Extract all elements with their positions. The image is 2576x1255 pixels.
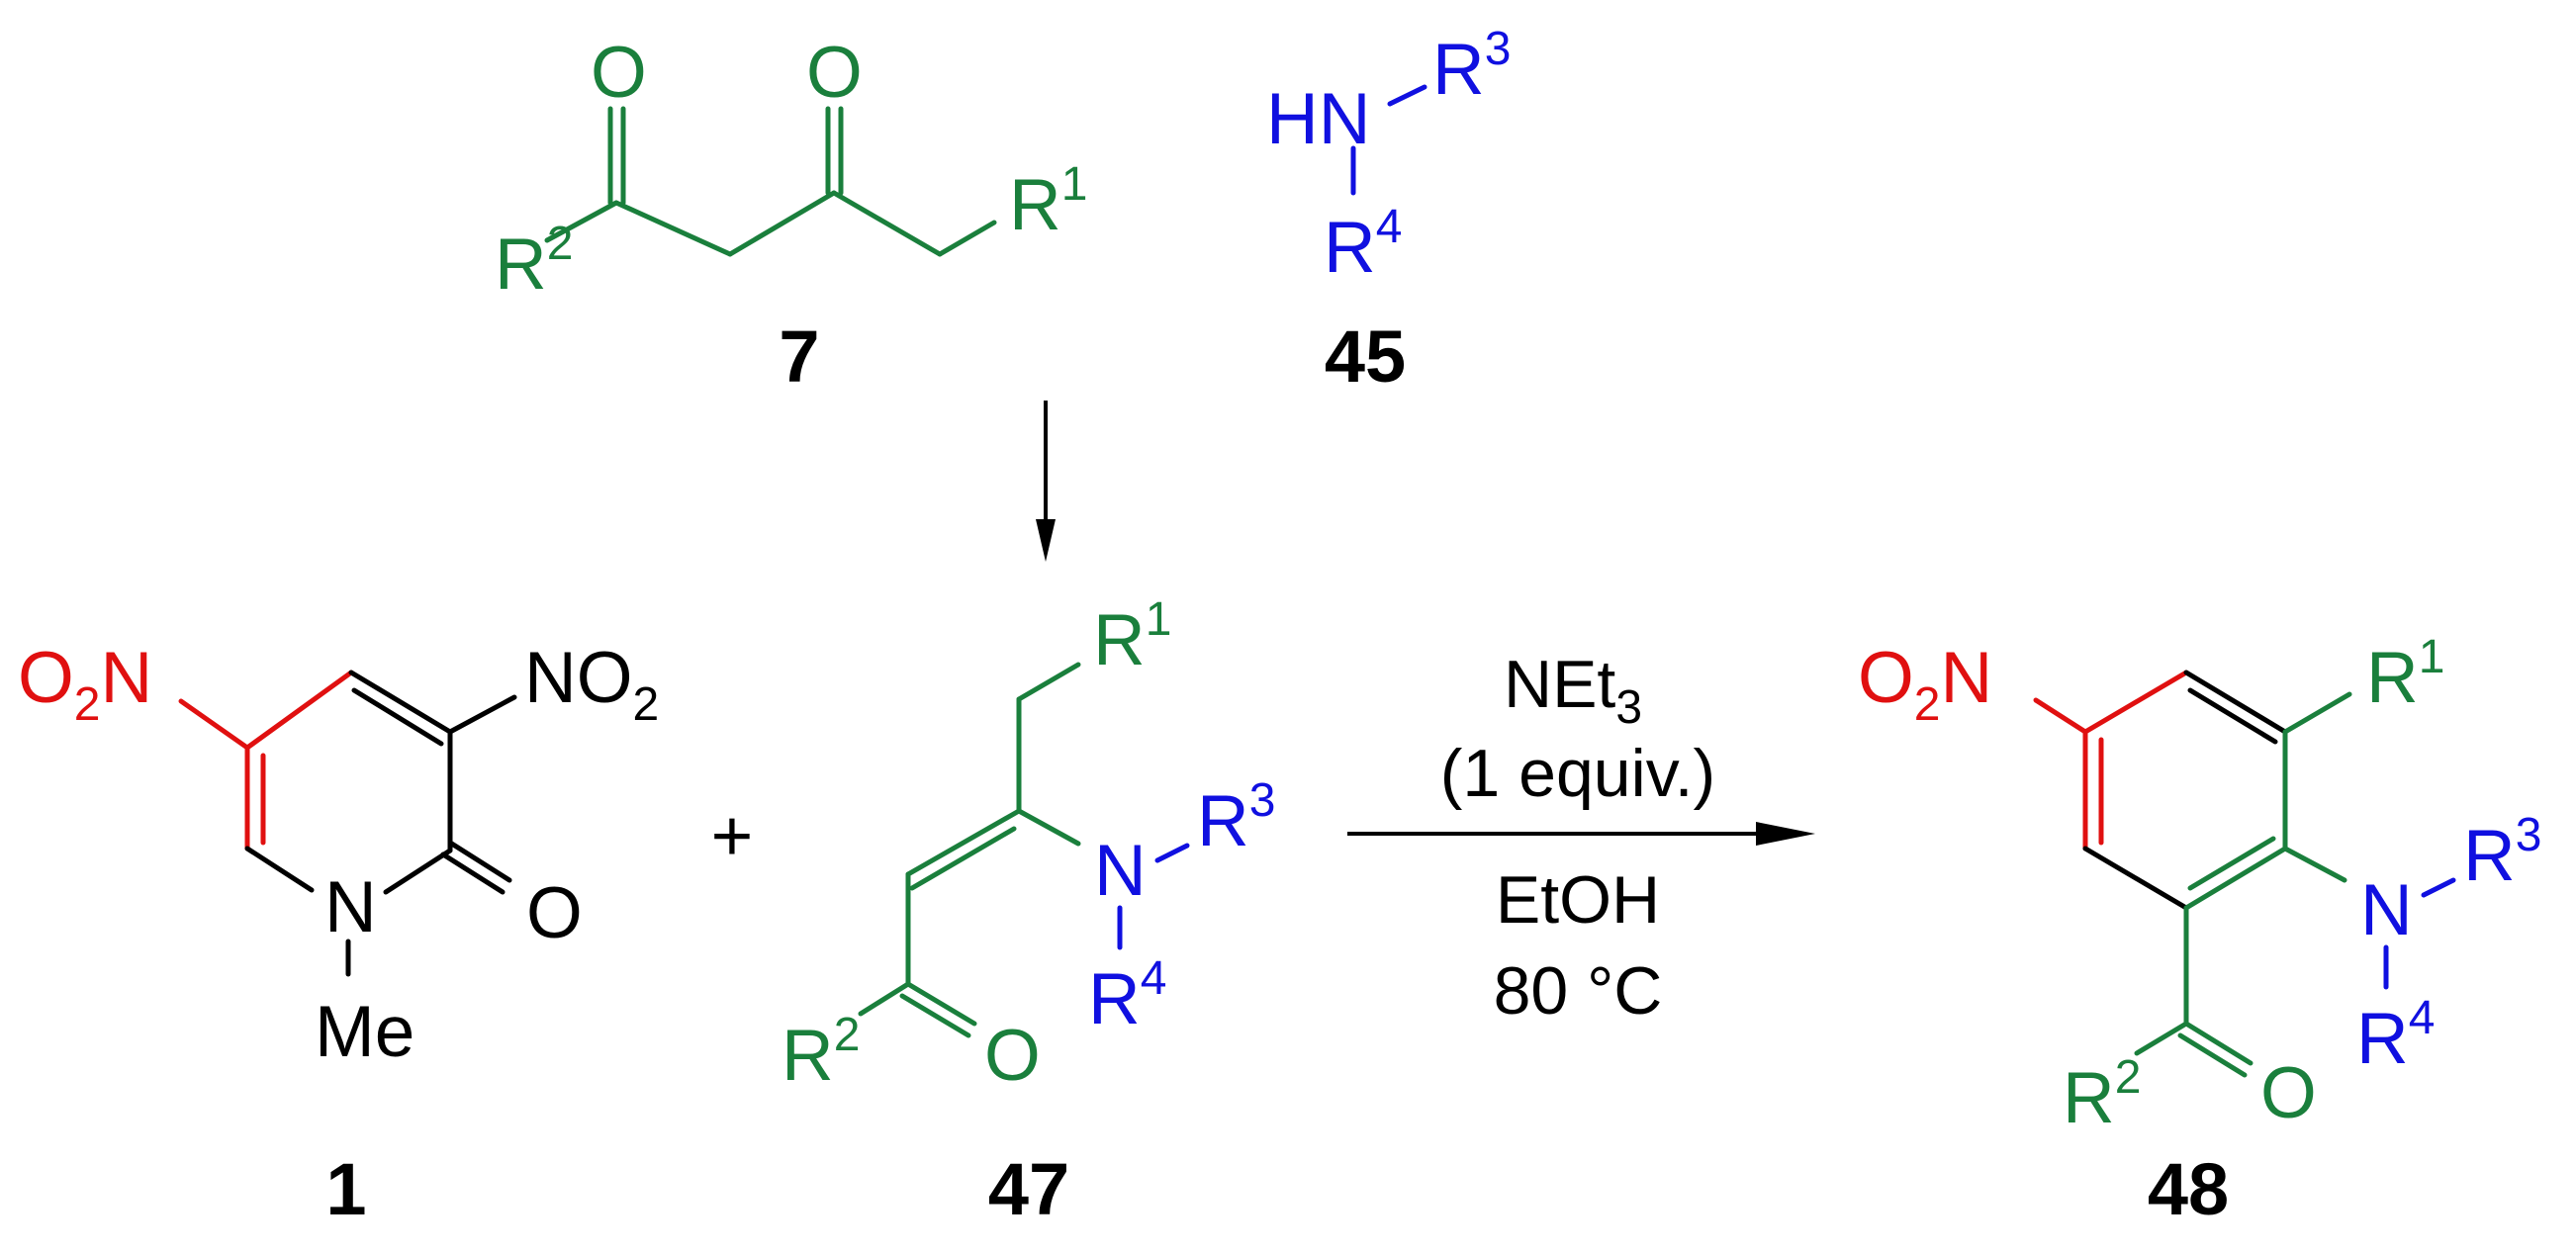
reaction-arrow xyxy=(1347,822,1815,846)
atom-r: R4 xyxy=(2356,992,2435,1079)
equivalents-label: (1 equiv.) xyxy=(1440,736,1715,811)
compound-label-48: 48 xyxy=(2148,1148,2229,1230)
compound-label-7: 7 xyxy=(779,315,819,398)
atom-r: R3 xyxy=(1432,23,1511,110)
compound-1-structure: O2N NO2 N O Me 1 xyxy=(18,638,659,1230)
nitro-group-o2n: O2N xyxy=(1858,638,1992,731)
compound-7-structure: O O R2 R1 7 xyxy=(495,33,1087,398)
atom-r: R1 xyxy=(2366,631,2444,718)
reagent-label: NEt3 xyxy=(1504,647,1642,734)
compound-47-structure: R1 R2 O N R3 R4 47 xyxy=(782,593,1275,1230)
compound-45-structure: HN R3 R4 45 xyxy=(1266,23,1511,398)
compound-48-structure: O2N R1 N R3 R4 R2 O 48 xyxy=(1858,631,2541,1230)
temperature-label: 80 °C xyxy=(1494,953,1663,1029)
atom-r: R3 xyxy=(1197,774,1275,861)
atom-o: O xyxy=(806,33,863,113)
atom-r: R1 xyxy=(1009,158,1087,245)
atom-r: R1 xyxy=(1093,593,1171,680)
atom-hn: HN xyxy=(1266,79,1370,159)
atom-n: N xyxy=(2360,870,2413,950)
atom-me: Me xyxy=(315,992,414,1072)
atom-r: R3 xyxy=(2463,809,2541,896)
atom-o: O xyxy=(526,873,583,953)
nitro-group-no2: NO2 xyxy=(524,638,659,731)
arrow-down xyxy=(1036,401,1056,562)
atom-o: O xyxy=(591,33,647,113)
atom-o: O xyxy=(984,1016,1041,1096)
compound-label-1: 1 xyxy=(325,1148,366,1230)
atom-n: N xyxy=(1094,831,1147,911)
atom-o: O xyxy=(2260,1053,2317,1133)
atom-r: R4 xyxy=(1088,952,1166,1039)
atom-r: R4 xyxy=(1324,201,1402,288)
atom-r: R2 xyxy=(495,218,573,305)
atom-r: R2 xyxy=(2063,1051,2141,1138)
plus-sign: + xyxy=(711,796,754,876)
nitro-group-o2n: O2N xyxy=(18,638,152,731)
atom-r: R2 xyxy=(782,1009,860,1096)
compound-label-45: 45 xyxy=(1325,315,1406,398)
compound-label-47: 47 xyxy=(988,1148,1069,1230)
atom-n: N xyxy=(324,867,377,947)
solvent-label: EtOH xyxy=(1496,862,1660,938)
